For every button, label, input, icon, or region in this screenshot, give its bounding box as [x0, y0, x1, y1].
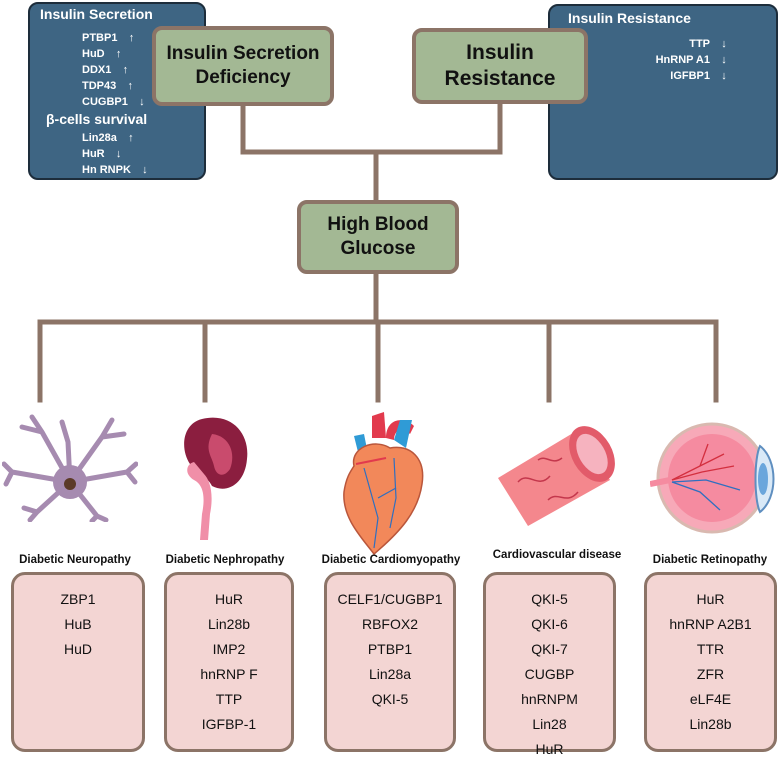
gene-name: PTBP1	[82, 32, 118, 44]
gene-name: Hn RNPK	[82, 164, 131, 176]
protein-item: QKI-5	[371, 691, 409, 707]
protein-item: HuR	[535, 741, 564, 757]
protein-item: QKI-5	[531, 591, 568, 607]
insulin-resistance-label: Insulin Resistance	[444, 41, 556, 90]
gene-name: Lin28a	[82, 132, 117, 144]
beta-cells-subtitle: β-cells survival	[46, 111, 148, 127]
protein-item: Lin28b	[207, 616, 251, 632]
protein-item: hnRNP A2B1	[669, 616, 752, 632]
protein-item: QKI-6	[531, 616, 568, 632]
protein-item: eLF4E	[689, 691, 732, 707]
cardiomyopathy-protein-box: CELF1/CUGBP1 RBFOX2 PTBP1 Lin28a QKI-5	[324, 572, 456, 752]
disease-title-neuropathy: Diabetic Neuropathy	[19, 554, 131, 566]
high-blood-glucose-box: High Blood Glucose	[297, 200, 459, 274]
insulin-secretion-deficiency-box: Insulin Secretion Deficiency	[152, 26, 334, 106]
eye-icon	[650, 422, 775, 534]
gene-row: IGFBP1 ↓	[618, 68, 730, 84]
gene-name: IGFBP1	[670, 70, 710, 82]
retinopathy-protein-box: HuR hnRNP A2B1 TTR ZFR eLF4E Lin28b	[644, 572, 777, 752]
protein-item: PTBP1	[367, 641, 413, 657]
insulin-secretion-deficiency-label: Insulin Secretion Deficiency	[166, 43, 320, 88]
gene-row: PTBP1 ↑	[82, 30, 204, 46]
arrow-icon: ↓	[142, 164, 148, 176]
protein-item: IMP2	[212, 641, 246, 657]
protein-item: HuR	[696, 591, 725, 607]
gene-row: HuR ↓	[82, 146, 204, 162]
gene-row: Lin28a ↑	[82, 130, 204, 146]
insulin-secretion-title: Insulin Secretion	[40, 6, 153, 22]
protein-item: HuR	[214, 591, 243, 607]
disease-title-cardiovascular: Cardiovascular disease	[492, 549, 622, 561]
gene-name: HuD	[82, 48, 105, 60]
gene-name: TDP43	[82, 80, 117, 92]
gene-name: CUGBP1	[82, 96, 128, 108]
protein-item: hnRNPM	[521, 691, 578, 707]
gene-row: DDX1 ↑	[82, 62, 204, 78]
insulin-resistance-cause-box: Insulin Resistance	[412, 28, 588, 104]
disease-title-retinopathy: Diabetic Retinopathy	[652, 554, 768, 566]
gene-row: HuD ↑	[82, 46, 204, 62]
disease-title-cardiomyopathy: Diabetic Cardiomyopathy	[321, 554, 461, 566]
insulin-resistance-title: Insulin Resistance	[568, 10, 691, 26]
protein-item: QKI-7	[531, 641, 568, 657]
gene-name: HuR	[82, 148, 105, 160]
gene-name: DDX1	[82, 64, 112, 76]
gene-row: TDP43 ↑	[82, 78, 204, 94]
protein-item: hnRNP F	[200, 666, 258, 682]
protein-item: ZBP1	[60, 591, 96, 607]
heart-icon	[343, 412, 424, 556]
protein-item: Lin28a	[368, 666, 412, 682]
arrow-icon: ↓	[721, 70, 727, 82]
protein-item: ZFR	[696, 666, 725, 682]
arrow-icon: ↓	[721, 54, 727, 66]
neuropathy-protein-box: ZBP1 HuB HuD	[11, 572, 145, 752]
protein-item: CELF1/CUGBP1	[337, 591, 443, 607]
high-blood-glucose-label: High Blood Glucose	[327, 214, 429, 259]
protein-item: RBFOX2	[361, 616, 418, 632]
arrow-icon: ↑	[122, 64, 129, 76]
gene-name: HnRNP A1	[655, 54, 710, 66]
protein-item: IGFBP-1	[201, 716, 257, 732]
nephropathy-protein-box: HuR Lin28b IMP2 hnRNP F TTP IGFBP-1	[164, 572, 294, 752]
protein-item: TTR	[696, 641, 725, 657]
arrow-icon: ↑	[128, 132, 134, 144]
blood-vessel-icon	[498, 426, 615, 526]
gene-row: HnRNP A1 ↓	[618, 52, 730, 68]
arrow-icon: ↑	[128, 32, 135, 44]
protein-item: HuD	[63, 641, 92, 657]
gene-row: TTP ↓	[618, 36, 730, 52]
arrow-icon: ↑	[127, 80, 134, 92]
arrow-icon: ↓	[139, 96, 145, 108]
arrow-icon: ↓	[115, 148, 122, 160]
gene-row: Hn RNPK ↓	[82, 162, 204, 178]
neuron-icon	[2, 414, 138, 522]
arrow-icon: ↓	[721, 38, 727, 50]
gene-row: CUGBP1 ↓	[82, 94, 204, 110]
protein-item: Lin28b	[689, 716, 732, 732]
protein-item: CUGBP	[524, 666, 575, 682]
protein-item: TTP	[215, 691, 243, 707]
kidney-icon	[184, 417, 248, 540]
protein-item: Lin28	[532, 716, 567, 732]
disease-title-nephropathy: Diabetic Nephropathy	[165, 554, 285, 566]
cardiovascular-protein-box: QKI-5 QKI-6 QKI-7 CUGBP hnRNPM Lin28 HuR	[483, 572, 616, 757]
protein-item: HuB	[64, 616, 92, 632]
arrow-icon: ↑	[115, 48, 122, 60]
gene-name: TTP	[689, 38, 710, 50]
